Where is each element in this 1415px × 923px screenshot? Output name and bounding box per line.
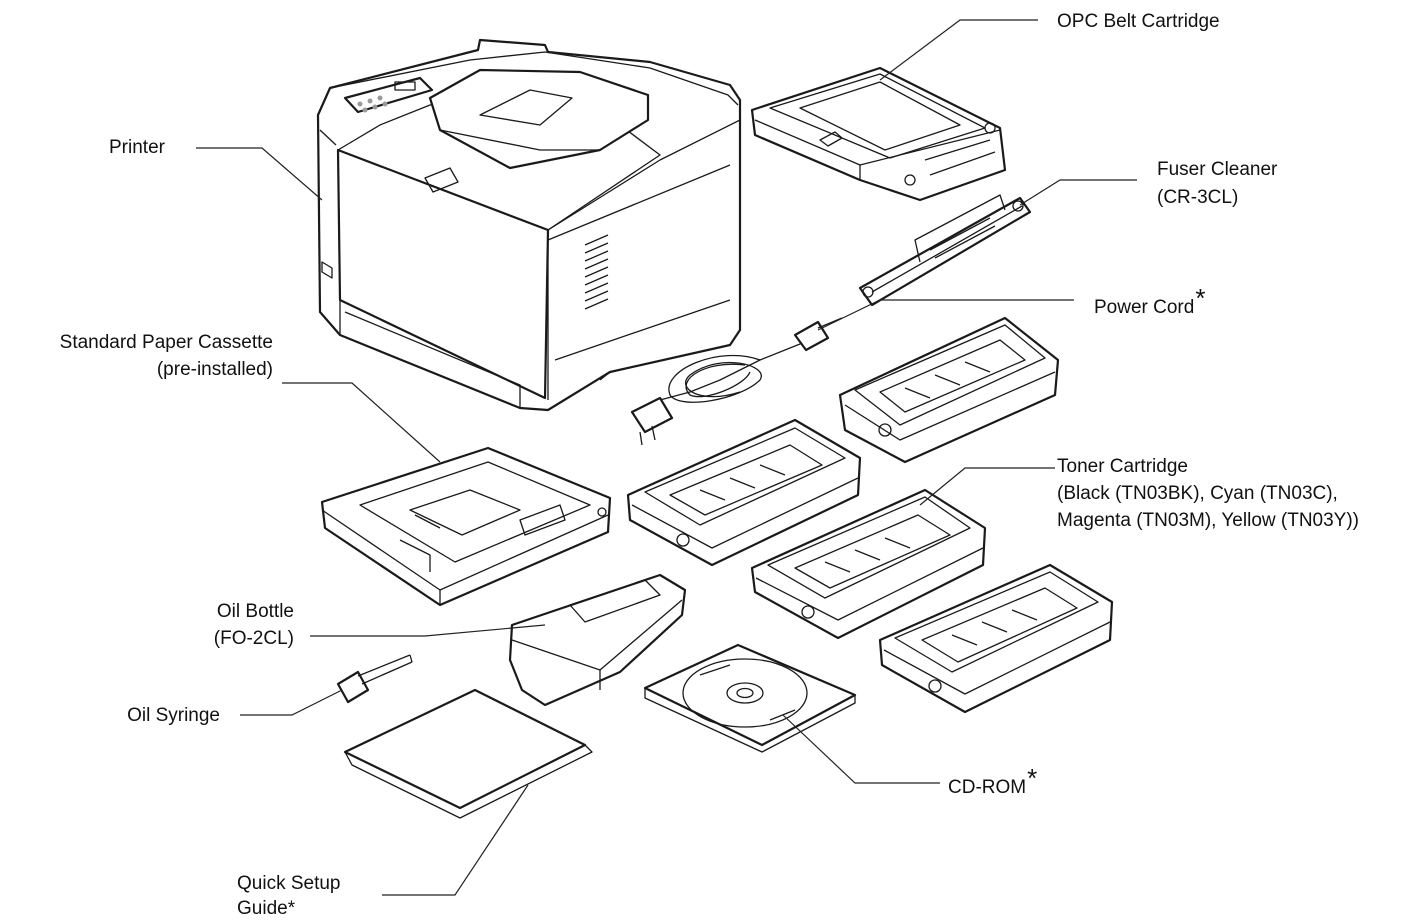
leader-power-cord xyxy=(817,299,1074,331)
label-quick-setup-guide: Guide* xyxy=(237,898,296,919)
leader-toner xyxy=(919,467,1055,506)
leader-cassette xyxy=(282,382,441,463)
oil-bottle-illustration xyxy=(508,573,687,707)
paper-cassette-illustration xyxy=(320,446,612,607)
label-printer: Printer xyxy=(109,137,165,158)
toner-cartridge-4 xyxy=(878,563,1114,714)
label-fuser-cleaner: Fuser Cleaner xyxy=(1157,159,1278,180)
cd-rom-illustration xyxy=(643,643,857,753)
leader-lines xyxy=(196,19,1137,896)
power-cord-text: Power Cord xyxy=(1094,297,1195,318)
toner-cartridge-3 xyxy=(750,488,987,640)
label-quick-setup: Quick Setup xyxy=(237,873,341,894)
label-oil-bottle: Oil Bottle xyxy=(216,601,294,622)
label-toner-models-2: Magenta (TN03M), Yellow (TN03Y)) xyxy=(1057,510,1359,531)
leader-printer xyxy=(196,147,323,201)
label-fuser-cleaner-model: (CR-3CL) xyxy=(1157,187,1239,208)
power-cord-asterisk: * xyxy=(1195,283,1206,313)
printer-illustration xyxy=(316,38,742,412)
label-oil-bottle-model: (FO-2CL) xyxy=(213,628,294,649)
cd-rom-text: CD-ROM xyxy=(948,777,1027,798)
leader-opc-belt xyxy=(879,19,1038,81)
label-cd-rom: CD-ROM* xyxy=(948,765,1037,800)
label-cassette-preinstalled: (pre-installed) xyxy=(156,359,273,380)
leader-fuser-cleaner xyxy=(1019,179,1137,206)
cd-rom-asterisk: * xyxy=(1027,763,1038,793)
toner-cartridge-1 xyxy=(838,316,1060,464)
label-opc-belt-cartridge: OPC Belt Cartridge xyxy=(1057,11,1220,32)
fuser-cleaner-illustration xyxy=(858,194,1032,307)
opc-belt-cartridge-illustration xyxy=(750,66,1007,202)
leader-quick-setup xyxy=(382,784,529,896)
leader-cdrom xyxy=(782,714,940,784)
leader-oil-syringe xyxy=(240,689,343,716)
label-oil-syringe: Oil Syringe xyxy=(127,705,220,726)
leader-oil-bottle xyxy=(310,624,546,637)
label-standard-paper-cassette: Standard Paper Cassette xyxy=(59,332,273,353)
label-power-cord: Power Cord* xyxy=(1094,285,1205,320)
oil-syringe-illustration xyxy=(336,654,413,704)
label-toner-models-1: (Black (TN03BK), Cyan (TN03C), xyxy=(1057,483,1338,504)
toner-cartridge-2 xyxy=(626,418,862,567)
label-toner-cartridge: Toner Cartridge xyxy=(1057,456,1188,477)
quick-setup-guide-illustration xyxy=(343,688,593,819)
